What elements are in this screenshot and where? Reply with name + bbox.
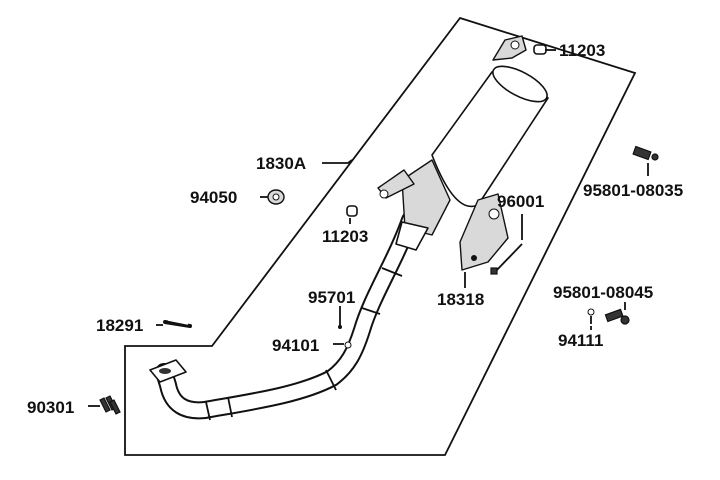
bolt-mid-icon <box>346 205 358 217</box>
stud-icon <box>490 243 523 275</box>
label-bolt-top: 11203 <box>559 41 605 60</box>
label-bolt-right-top: 95801-08035 <box>583 181 683 200</box>
washer-right-icon <box>587 308 595 324</box>
assembly-frame <box>124 16 637 456</box>
label-bolt-mid: 11203 <box>322 227 368 246</box>
label-flange-bolt: 90301 <box>27 398 74 417</box>
label-bolt-right-bottom: 95801-08045 <box>553 283 653 302</box>
bolt-top-icon <box>533 44 547 55</box>
label-clip: 94101 <box>272 336 319 355</box>
bolt-right-bottom-icon <box>604 308 630 325</box>
pin-icon <box>338 314 342 329</box>
label-stud: 96001 <box>497 192 544 211</box>
muffler <box>377 35 549 251</box>
flange-bolt-icon <box>99 395 121 415</box>
bracket <box>459 193 509 271</box>
leader-lines <box>88 49 649 407</box>
gasket-icon <box>163 319 192 328</box>
nut-icon <box>267 189 285 205</box>
label-muffler: 1830A <box>256 154 306 173</box>
label-washer-right: 94111 <box>558 331 603 350</box>
exhaust-pipe <box>149 211 419 421</box>
label-bracket: 18318 <box>437 290 484 309</box>
bolt-right-top-icon <box>632 145 659 161</box>
label-pin: 95701 <box>308 288 355 307</box>
clip-icon <box>344 341 352 349</box>
label-nut: 94050 <box>190 188 237 207</box>
label-gasket: 18291 <box>96 316 143 335</box>
